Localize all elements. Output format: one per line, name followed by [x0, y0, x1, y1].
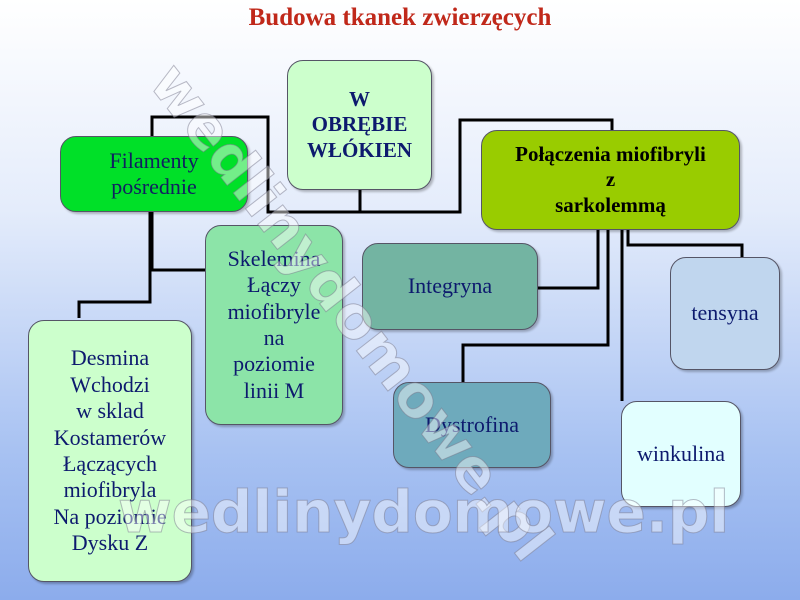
connector-tensyna — [626, 230, 744, 257]
node-w-obrebie-wlokien: W OBRĘBIE WŁÓKIEN — [287, 60, 432, 190]
node-dystrofina: Dystrofina — [393, 382, 551, 468]
node-filamenty-posrednie: Filamenty pośrednie — [60, 136, 248, 212]
node-polaczenia-miofibryli: Połączenia miofibryli z sarkolemmą — [481, 130, 740, 230]
connector-skelemina — [150, 212, 214, 288]
node-winkulina: winkulina — [621, 401, 741, 507]
connector-top — [150, 115, 614, 214]
node-skelemina: Skelemina Łączy miofibryle na poziomie l… — [205, 225, 343, 425]
node-integryna: Integryna — [362, 243, 538, 330]
connector-integryna — [538, 230, 600, 290]
node-tensyna: tensyna — [670, 257, 780, 370]
diagram-title: Budowa tkanek zwierzęcych — [248, 4, 552, 31]
node-desmina: Desmina Wchodzi w sklad Kostamerów Łączą… — [28, 320, 192, 582]
connector-desmina — [77, 212, 152, 318]
